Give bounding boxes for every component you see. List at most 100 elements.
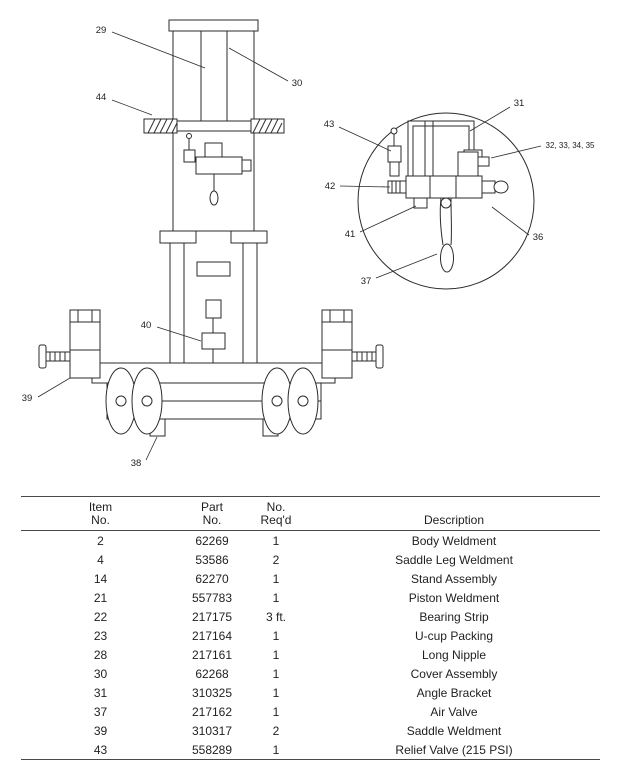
angle-bracket (407, 120, 475, 176)
relief-valve (387, 145, 402, 163)
wheels (105, 367, 319, 435)
handle-bar (143, 118, 285, 134)
callout-38-leader (145, 436, 158, 461)
table-row: 22 217175 3 ft. Bearing Strip (21, 607, 600, 626)
callout-41: 41 (345, 229, 356, 240)
parts-diagram-section: 29 30 44 43 31 32, 33, 34, 35 42 41 36 3… (22, 19, 595, 469)
table-row: 4 53586 2 Saddle Leg Weldment (21, 550, 600, 569)
cell-req: 1 (272, 743, 280, 757)
cell-part-no: 217164 (191, 629, 233, 643)
header-part-line2: No. (202, 513, 222, 527)
cell-item-no: 30 (93, 667, 108, 681)
table-row: 37 217162 1 Air Valve (21, 702, 600, 721)
callout-31-leader (469, 106, 511, 132)
cell-req: 2 (272, 553, 280, 567)
callout-44-leader (111, 99, 153, 116)
cell-part-no: 62270 (195, 572, 229, 586)
callout-30: 30 (292, 78, 303, 89)
table-row: 30 62268 1 Cover Assembly (21, 664, 600, 683)
header-desc: Description (423, 513, 485, 527)
cell-part-no: 557783 (191, 591, 233, 605)
callout-39-leader (37, 377, 71, 398)
cell-item-no: 28 (93, 648, 108, 662)
stand-rail-left (169, 242, 185, 371)
callout-31: 31 (514, 98, 525, 109)
saddle-posts (38, 309, 384, 379)
cell-description: Bearing Strip (419, 610, 489, 624)
cell-item-no: 22 (93, 610, 108, 624)
detail-circle (357, 112, 535, 290)
cell-description: Stand Assembly (410, 572, 498, 586)
cell-item-no: 14 (93, 572, 108, 586)
cell-req: 2 (272, 724, 280, 738)
cell-item-no: 2 (97, 534, 104, 548)
callout-42-leader (339, 185, 391, 188)
cell-req: 1 (272, 648, 280, 662)
cell-req: 1 (272, 629, 280, 643)
cell-description: Angle Bracket (416, 686, 492, 700)
cell-description: Body Weldment (411, 534, 497, 548)
table-row: 43 558289 1 Relief Valve (215 PSI) (21, 740, 600, 760)
cell-req: 1 (272, 534, 280, 548)
callout-leaders (37, 31, 542, 461)
callout-labels: 29 30 44 43 31 32, 33, 34, 35 42 41 36 3… (22, 25, 595, 469)
cylinder-top-cap (168, 19, 259, 32)
cell-item-no: 31 (93, 686, 108, 700)
cell-item-no: 43 (93, 743, 108, 757)
callout-29-leader (111, 31, 206, 69)
air-valve-handle (439, 197, 444, 246)
parts-diagram: 29 30 44 43 31 32, 33, 34, 35 42 41 36 3… (22, 19, 595, 469)
callout-40: 40 (141, 320, 152, 331)
callout-36: 36 (533, 232, 544, 243)
cell-req: 1 (272, 667, 280, 681)
air-valve-body (405, 175, 483, 199)
callout-29: 29 (96, 25, 107, 36)
table-row: 39 310317 2 Saddle Weldment (21, 721, 600, 740)
callout-36-leader (491, 206, 530, 236)
table-row: 28 217161 1 Long Nipple (21, 645, 600, 664)
cell-description: Saddle Weldment (406, 724, 502, 738)
table-row: 23 217164 1 U-cup Packing (21, 626, 600, 645)
cell-part-no: 62268 (195, 667, 229, 681)
callout-44: 44 (96, 92, 107, 103)
callout-43-leader (338, 126, 392, 152)
cell-req: 1 (272, 705, 280, 719)
col-header-req: No.Req'd (244, 497, 308, 531)
saddle-weldment-left (69, 309, 101, 379)
cell-req: 3 ft. (265, 610, 286, 624)
callout-43: 43 (324, 119, 335, 130)
piston-weldment (205, 299, 222, 319)
cell-part-no: 310325 (191, 686, 233, 700)
callout-37: 37 (361, 276, 372, 287)
saddle-weldment-right (321, 309, 353, 379)
callout-42: 42 (325, 181, 336, 192)
stand-rail-right (242, 242, 258, 371)
cell-part-no: 53586 (195, 553, 229, 567)
cell-item-no: 4 (97, 553, 104, 567)
cell-part-no: 217162 (191, 705, 233, 719)
cell-part-no: 310317 (191, 724, 233, 738)
callout-41-leader (359, 205, 417, 233)
cell-description: Saddle Leg Weldment (395, 553, 513, 567)
cell-item-no: 39 (93, 724, 108, 738)
callout-32-35-leader (490, 145, 542, 159)
callout-32-35: 32, 33, 34, 35 (546, 141, 595, 150)
table-row: 2 62269 1 Body Weldment (21, 531, 600, 551)
stand-assembly (159, 230, 268, 371)
header-part-line1: Part (200, 500, 223, 514)
cell-req: 1 (272, 572, 280, 586)
cell-description: Long Nipple (421, 648, 487, 662)
cell-item-no: 21 (93, 591, 108, 605)
callout-40-leader (156, 326, 202, 342)
callout-38: 38 (131, 458, 142, 469)
cell-req: 1 (272, 686, 280, 700)
table-row: 14 62270 1 Stand Assembly (21, 569, 600, 588)
cell-description: U-cup Packing (414, 629, 494, 643)
long-nipple (387, 180, 407, 194)
callout-30-leader (228, 47, 289, 82)
callout-39: 39 (22, 393, 33, 404)
